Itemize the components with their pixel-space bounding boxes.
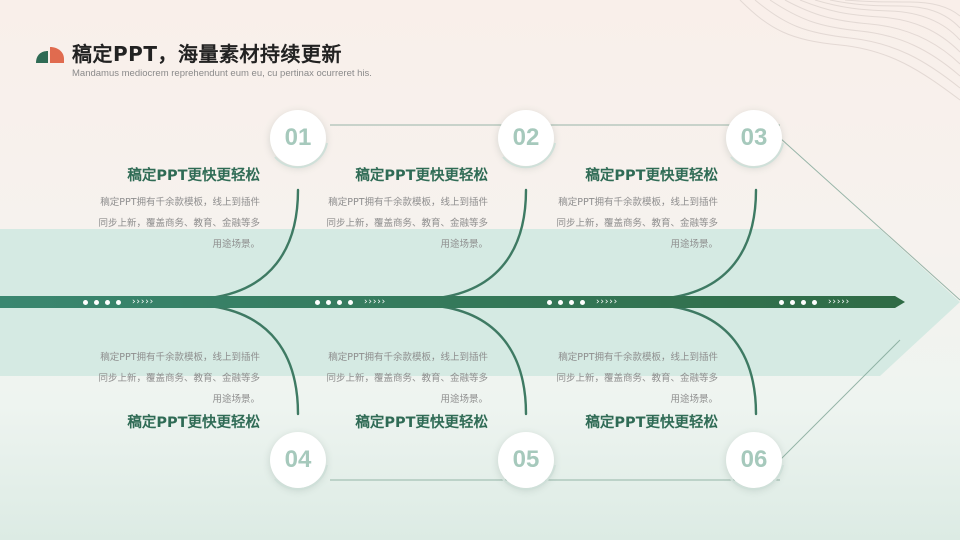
chevrons-icon: ››››› — [827, 297, 850, 307]
decorative-wave-lines — [739, 0, 960, 101]
timeline-axis — [0, 296, 905, 308]
step-badge: 04 — [270, 432, 328, 491]
step-badge: 06 — [726, 432, 784, 491]
chevrons-icon: ››››› — [595, 297, 618, 307]
step-description: 稿定PPT拥有千余款模板，线上到插件同步上新，覆盖商务、教育、金融等多用途场景。 — [98, 352, 260, 405]
step-badge: 02 — [498, 110, 556, 169]
step-badge: 03 — [726, 110, 784, 169]
step-title: 稿定PPT更快更轻松 — [585, 168, 718, 184]
page-subtitle: Mandamus mediocrem reprehendunt eum eu, … — [72, 68, 372, 79]
step-title: 稿定PPT更快更轻松 — [127, 168, 260, 184]
step-number: 02 — [512, 124, 540, 151]
step-description: 稿定PPT拥有千余款模板，线上到插件同步上新，覆盖商务、教育、金融等多用途场景。 — [556, 352, 718, 405]
step-description: 稿定PPT拥有千余款模板，线上到插件同步上新，覆盖商务、教育、金融等多用途场景。 — [326, 197, 488, 250]
axis-dots: ››››› — [315, 295, 386, 309]
step-number: 06 — [740, 446, 768, 473]
step-title: 稿定PPT更快更轻松 — [127, 415, 260, 431]
step-number: 03 — [740, 124, 768, 151]
step-number: 04 — [284, 446, 312, 473]
chevrons-icon: ››››› — [363, 297, 386, 307]
axis-dots: ››››› — [83, 295, 154, 309]
logo-icon — [36, 47, 64, 63]
step-title: 稿定PPT更快更轻松 — [585, 415, 718, 431]
axis-dots: ››››› — [547, 295, 618, 309]
page-title: 稿定PPT，海量素材持续更新 — [72, 42, 342, 66]
step-description: 稿定PPT拥有千余款模板，线上到插件同步上新，覆盖商务、教育、金融等多用途场景。 — [326, 352, 488, 405]
step-number: 05 — [512, 446, 540, 473]
step-badge: 05 — [498, 432, 556, 491]
step-title: 稿定PPT更快更轻松 — [355, 168, 488, 184]
step-description: 稿定PPT拥有千余款模板，线上到插件同步上新，覆盖商务、教育、金融等多用途场景。 — [556, 197, 718, 250]
chevrons-icon: ››››› — [131, 297, 154, 307]
step-title: 稿定PPT更快更轻松 — [355, 415, 488, 431]
axis-dots: ››››› — [779, 295, 850, 309]
step-badge: 01 — [270, 110, 328, 169]
step-description: 稿定PPT拥有千余款模板，线上到插件同步上新，覆盖商务、教育、金融等多用途场景。 — [98, 197, 260, 250]
step-number: 01 — [284, 124, 312, 151]
